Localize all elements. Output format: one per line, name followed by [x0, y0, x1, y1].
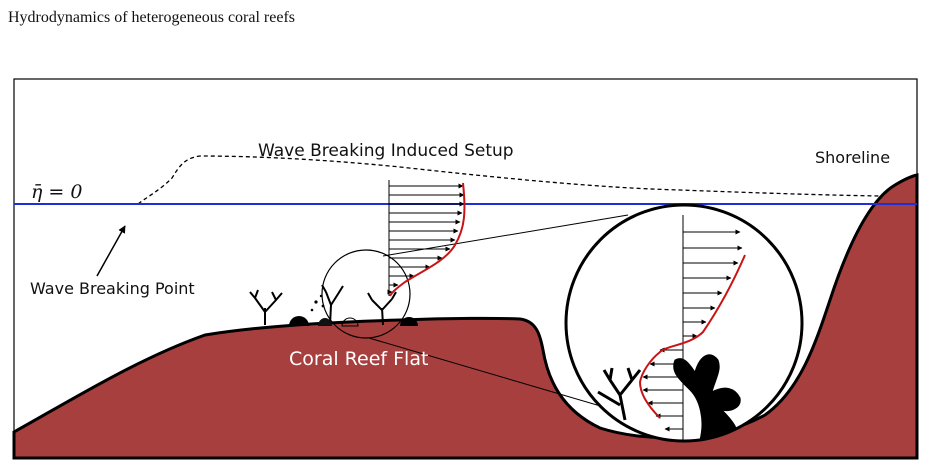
reef-body [12, 173, 919, 460]
magnified-corals [597, 354, 741, 441]
velocity-arrows [387, 183, 465, 295]
setup-dashed-line [137, 155, 881, 205]
breaking-point-label: Wave Breaking Point [30, 279, 195, 298]
breaking-point-arrow [96, 225, 126, 277]
shell-corals [289, 294, 418, 327]
magnified-velocity-curve [638, 254, 746, 419]
velocity-profile [387, 180, 466, 297]
page-title: Hydrodynamics of heterogeneous coral ree… [8, 9, 295, 26]
setup-label: Wave Breaking Induced Setup [258, 141, 514, 161]
magnified-area-circle [321, 249, 411, 339]
shoreline-label: Shoreline [815, 148, 890, 167]
velocity-curve [389, 182, 466, 297]
coral-cluster [249, 284, 397, 326]
mean-water-level-label: η̄ = 0 [31, 181, 82, 203]
reef-flat-label: Coral Reef Flat [289, 348, 428, 370]
zoom-connector-bottom [368, 337, 615, 411]
magnified-velocity-arrows [642, 229, 743, 432]
magnified-view-circle [564, 203, 804, 443]
